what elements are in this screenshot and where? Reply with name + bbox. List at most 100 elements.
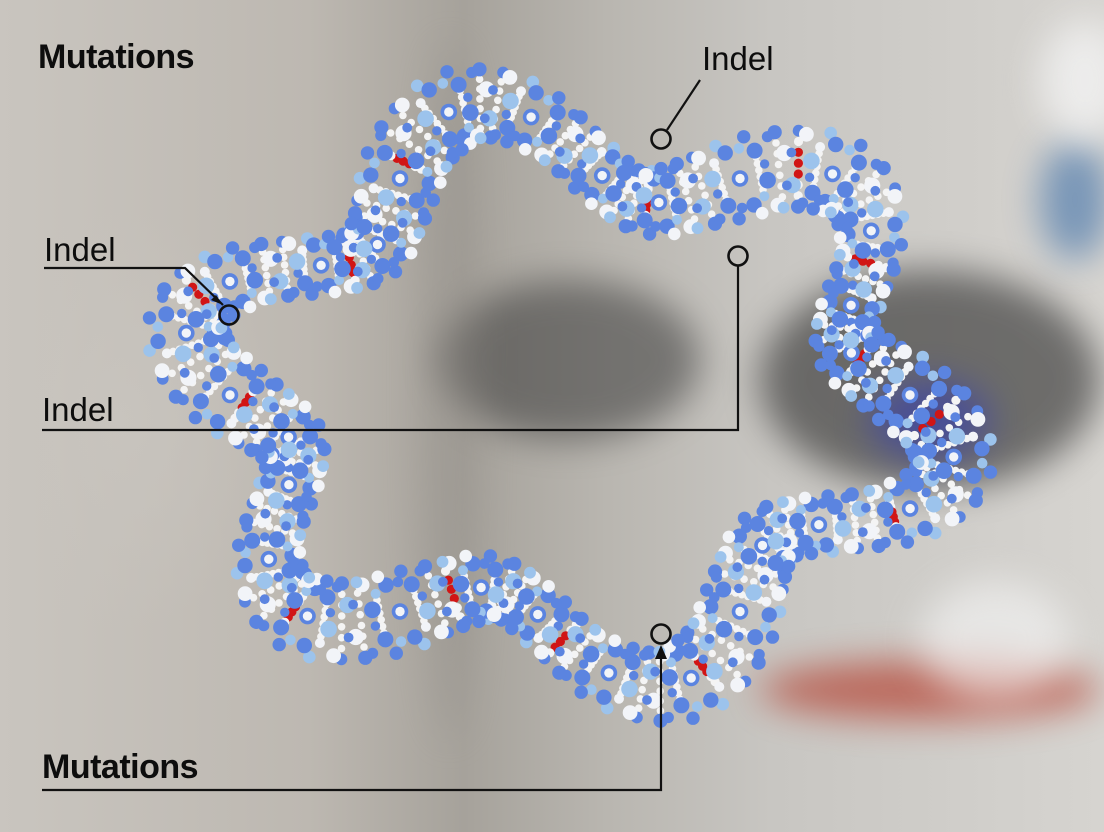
backbone-bead xyxy=(759,191,770,202)
backbone-bead xyxy=(875,283,891,299)
backbone-bead xyxy=(825,359,836,371)
base-bead xyxy=(433,119,442,128)
base-bead xyxy=(210,382,219,391)
backbone-bead xyxy=(691,222,704,235)
backbone-bead xyxy=(227,341,240,354)
backbone-bead xyxy=(463,92,473,103)
backbone-bead xyxy=(635,187,653,204)
backbone-bead xyxy=(845,390,858,402)
backbone-bead xyxy=(296,440,306,450)
backbone-bead xyxy=(617,201,628,212)
base-bead xyxy=(872,170,880,179)
backbone-bead xyxy=(654,161,668,176)
base-bead xyxy=(570,650,579,659)
backbone-bead xyxy=(499,119,516,136)
backbone-bead xyxy=(265,378,277,390)
backbone-bead xyxy=(244,443,259,458)
backbone-bead xyxy=(372,273,384,285)
backbone-bead xyxy=(552,665,567,680)
backbone-bead xyxy=(841,221,853,233)
backbone-bead xyxy=(855,281,872,298)
backbone-bead xyxy=(831,268,843,280)
backbone-bead xyxy=(846,348,857,358)
backbone-bead xyxy=(834,340,844,350)
backbone-bead xyxy=(317,460,329,472)
backbone-bead xyxy=(550,597,562,609)
backbone-bead xyxy=(861,502,871,513)
backbone-bead xyxy=(950,412,961,423)
backbone-bead xyxy=(348,599,358,610)
backbone-bead xyxy=(917,520,933,537)
backbone-bead xyxy=(970,412,986,427)
backbone-bead xyxy=(883,517,893,527)
backbone-bead xyxy=(282,388,295,400)
backbone-bead xyxy=(707,613,718,624)
backbone-bead xyxy=(659,172,676,189)
backbone-bead xyxy=(444,107,454,117)
backbone-bead xyxy=(604,668,614,678)
base-bead xyxy=(337,644,346,653)
base-bead xyxy=(718,183,726,192)
base-bead xyxy=(858,256,868,266)
backbone-bead xyxy=(575,133,586,144)
base-bead xyxy=(337,623,346,631)
backbone-bead xyxy=(861,377,871,388)
backbone-bead xyxy=(886,262,901,277)
base-bead xyxy=(275,582,284,590)
backbone-bead xyxy=(761,596,772,607)
backbone-bead xyxy=(883,409,894,421)
backbone-bead xyxy=(227,361,238,372)
backbone-bead xyxy=(502,92,519,110)
backbone-bead xyxy=(827,169,838,179)
backbone-bead xyxy=(438,576,448,587)
base-bead xyxy=(251,414,259,422)
backbone-bead xyxy=(737,511,752,525)
base-bead xyxy=(774,160,783,169)
backbone-bead xyxy=(639,649,651,661)
backbone-bead xyxy=(281,236,297,252)
backbone-bead xyxy=(425,146,436,157)
backbone-bead xyxy=(949,452,959,462)
backbone-bead xyxy=(863,336,880,353)
backbone-bead xyxy=(199,266,210,277)
backbone-bead xyxy=(407,152,425,170)
backbone-bead xyxy=(462,104,479,121)
backbone-bead xyxy=(177,308,187,319)
backbone-bead xyxy=(692,203,702,214)
base-bead xyxy=(494,96,502,105)
backbone-bead xyxy=(667,688,677,698)
backbone-bead xyxy=(215,321,228,334)
backbone-bead xyxy=(828,287,839,299)
backbone-bead xyxy=(247,263,257,273)
backbone-bead xyxy=(207,253,223,270)
backbone-bead xyxy=(818,537,834,553)
base-bead xyxy=(424,572,433,580)
backbone-bead xyxy=(840,491,852,504)
backbone-bead xyxy=(326,648,341,664)
backbone-bead xyxy=(255,450,269,465)
backbone-bead xyxy=(902,418,913,429)
backbone-bead xyxy=(568,181,582,195)
backbone-bead xyxy=(403,576,420,593)
backbone-bead xyxy=(442,606,452,617)
base-bead xyxy=(267,389,276,397)
backbone-bead xyxy=(621,680,638,698)
backbone-bead xyxy=(755,206,769,220)
backbone-bead xyxy=(479,113,490,124)
backbone-bead xyxy=(817,498,829,509)
backbone-bead xyxy=(777,496,789,508)
base-bead xyxy=(356,610,365,619)
base-bead xyxy=(851,521,860,529)
backbone-bead xyxy=(364,601,381,619)
backbone-bead xyxy=(538,154,551,167)
backbone-bead xyxy=(516,86,526,97)
backbone-bead xyxy=(883,207,894,218)
base-bead xyxy=(556,138,564,146)
backbone-bead xyxy=(921,487,931,498)
backbone-bead xyxy=(693,601,706,614)
backbone-bead xyxy=(417,110,434,127)
backbone-bead xyxy=(554,646,565,657)
backbone-bead xyxy=(846,300,856,310)
backbone-bead xyxy=(842,371,853,382)
